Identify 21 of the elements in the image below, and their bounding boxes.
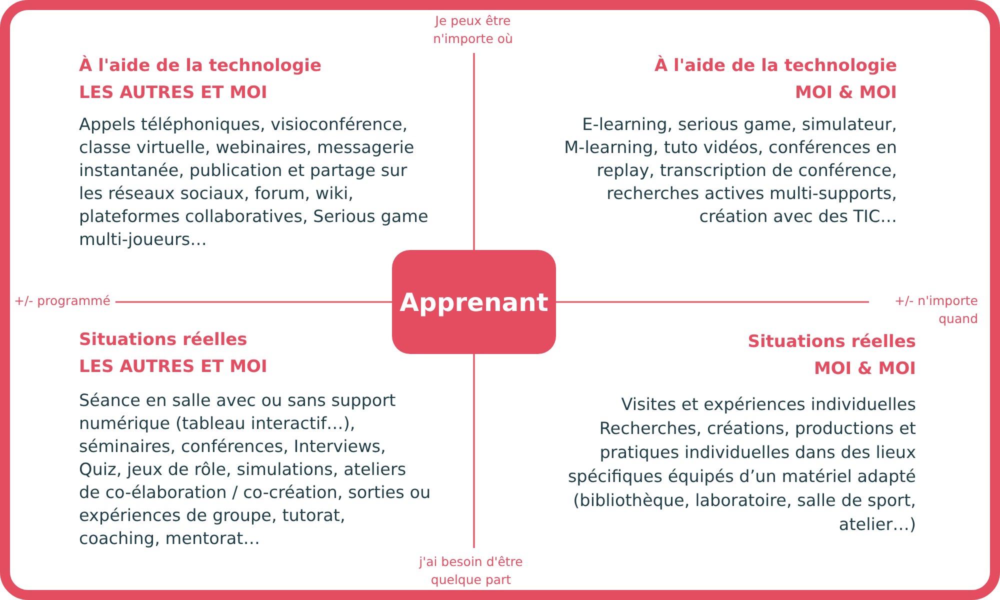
quadrant-text: Appels téléphoniques, visioconférence, classe virtuelle, webinaires, messagerie instantanée, publication et partage sur les réseaux sociaux, forum, wiki, plateformes collaboratives, Serious game multi-joueurs… xyxy=(79,113,430,251)
quadrant-heading: MOI & MOI xyxy=(794,82,897,105)
axis-label: j'ai besoin d'être quelque part xyxy=(401,553,541,589)
quadrant-heading: À l'aide de la technologie xyxy=(79,54,322,78)
axis-label: +/- n'importe quand xyxy=(874,292,978,328)
quadrant-text: Séance en salle avec ou sans support numérique (tableau interactif…), séminaires, conférences, Interviews, Quiz, jeux de rôle, simulations, ateliers de co-élaboration / co-création, sorties ou expériences de groupe, tutorat, coaching, mentorat… xyxy=(79,389,431,550)
connector-line xyxy=(115,301,392,303)
center-box: Apprenant xyxy=(392,250,556,354)
quadrant-heading: LES AUTRES ET MOI xyxy=(79,82,268,105)
connector-line xyxy=(473,53,475,250)
connector-line xyxy=(556,301,869,303)
quadrant-heading: Situations réelles xyxy=(748,331,916,354)
quadrant-heading: À l'aide de la technologie xyxy=(654,54,897,78)
axis-label: Je peux être n'importe où xyxy=(418,12,528,48)
quadrant-text: Visites et expériences individuelles Recherches, créations, productions et pratiques individuelles dans des lieux spécifiques équipés d’un matériel adapté (bibliothèque, laboratoire, salle de sport, atelier…) xyxy=(566,393,916,536)
axis-label: +/- programmé xyxy=(14,292,110,310)
quadrant-text: E-learning, serious game, simulateur, M-learning, tuto vidéos, conférences en replay, transcription de conférence, recherches actives multi-supports, création avec des TIC… xyxy=(563,113,897,228)
quadrant-heading: LES AUTRES ET MOI xyxy=(79,356,268,379)
quadrant-heading: Situations réelles xyxy=(79,329,248,352)
quadrant-heading: MOI & MOI xyxy=(814,358,916,381)
connector-line xyxy=(473,354,475,548)
